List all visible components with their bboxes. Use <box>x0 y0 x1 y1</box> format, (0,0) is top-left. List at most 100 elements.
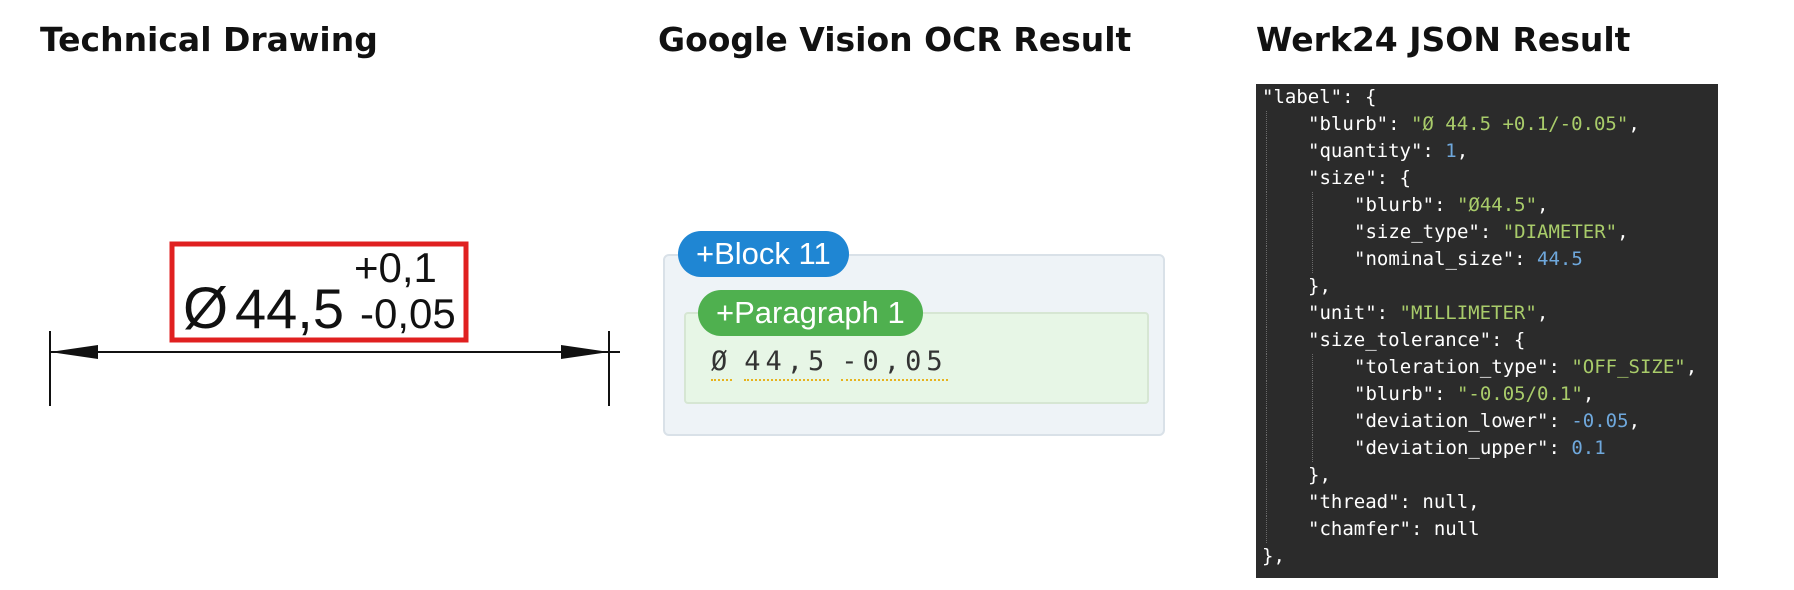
indent-guide <box>1312 354 1313 381</box>
indent-guide <box>1266 381 1267 408</box>
json-punctuation: : <box>1479 221 1503 243</box>
block-label-badge[interactable]: +Block 11 <box>678 231 849 277</box>
highlight-box <box>169 241 469 343</box>
upper-tolerance: +0,1 <box>354 244 437 291</box>
indent-guide <box>1266 354 1267 381</box>
json-key: "size" <box>1308 167 1377 189</box>
json-key: "nominal_size" <box>1354 248 1515 270</box>
ocr-word[interactable]: 44,5 <box>744 346 830 381</box>
json-key: "blurb" <box>1354 194 1435 216</box>
json-key: "chamfer" <box>1308 518 1411 540</box>
indent-guide <box>1266 138 1267 165</box>
json-key: "blurb" <box>1354 383 1435 405</box>
json-punctuation: , <box>1685 356 1698 378</box>
json-line: }, <box>1256 543 1718 570</box>
json-punctuation: , <box>1617 221 1629 243</box>
indent-guide <box>1266 435 1267 462</box>
indent-guide <box>1312 246 1313 273</box>
indent-guide <box>1266 462 1267 489</box>
indent-guide <box>1266 273 1267 300</box>
json-punctuation: , <box>1628 113 1640 135</box>
json-line: "deviation_upper": 0.1 <box>1256 435 1718 462</box>
json-punctuation: : <box>1422 140 1446 162</box>
indent-guide <box>1312 192 1313 219</box>
json-string-value: "-0.05/0.1" <box>1456 383 1583 405</box>
diameter-symbol: Ø <box>183 276 228 341</box>
indent-guide <box>1266 516 1267 543</box>
ocr-word-list: Ø 44,5 -0,05 <box>711 346 960 381</box>
json-string-value: "Ø 44.5 +0.1/-0.05" <box>1410 113 1629 135</box>
json-punctuation: , <box>1456 140 1469 162</box>
indent-guide <box>1266 111 1267 138</box>
indent-guide <box>1266 246 1267 273</box>
json-punctuation: : <box>1548 356 1572 378</box>
json-punctuation: : null <box>1410 518 1480 540</box>
indent-guide <box>1312 381 1313 408</box>
json-line: "toleration_type": "OFF_SIZE", <box>1256 354 1718 381</box>
json-line: "chamfer": null <box>1256 516 1718 543</box>
json-punctuation: : <box>1376 302 1400 324</box>
json-punctuation: , <box>1536 302 1549 324</box>
lower-tolerance: -0,05 <box>360 290 456 337</box>
json-key: "toleration_type" <box>1354 356 1549 378</box>
indent-guide <box>1266 192 1267 219</box>
json-punctuation: }, <box>1308 275 1331 297</box>
json-number-value: 1 <box>1445 140 1457 162</box>
json-punctuation: }, <box>1262 545 1285 567</box>
indent-guide <box>1312 219 1313 246</box>
json-number-value: 0.1 <box>1571 437 1606 459</box>
json-punctuation: : { <box>1376 167 1411 189</box>
json-punctuation: : <box>1434 194 1457 216</box>
json-line: "unit": "MILLIMETER", <box>1256 300 1718 327</box>
json-key: "quantity" <box>1308 140 1423 162</box>
indent-guide <box>1312 435 1313 462</box>
json-punctuation: : { <box>1342 86 1377 108</box>
json-code-panel: "label": {"blurb": "Ø 44.5 +0.1/-0.05","… <box>1256 84 1718 578</box>
technical-drawing: Ø 44,5 +0,1 -0,05 <box>49 241 620 406</box>
json-punctuation: , <box>1537 194 1549 216</box>
json-punctuation: : <box>1434 383 1457 405</box>
json-line: "nominal_size": 44.5 <box>1256 246 1718 273</box>
json-key: "deviation_lower" <box>1354 410 1549 432</box>
json-number-value: 44.5 <box>1537 248 1583 270</box>
arrowhead-right-icon <box>561 345 609 359</box>
json-line: "quantity": 1, <box>1256 138 1718 165</box>
paragraph-label-badge[interactable]: +Paragraph 1 <box>698 290 923 336</box>
json-punctuation: : { <box>1491 329 1526 351</box>
json-punctuation: : <box>1548 410 1572 432</box>
json-punctuation: : null, <box>1399 491 1480 513</box>
json-line: "deviation_lower": -0.05, <box>1256 408 1718 435</box>
json-string-value: "MILLIMETER" <box>1399 302 1537 324</box>
indent-guide <box>1266 489 1267 516</box>
json-punctuation: , <box>1628 410 1641 432</box>
json-key: "unit" <box>1308 302 1377 324</box>
indent-guide <box>1266 300 1267 327</box>
json-string-value: "OFF_SIZE" <box>1571 356 1686 378</box>
json-line: "blurb": "-0.05/0.1", <box>1256 381 1718 408</box>
json-result-heading: Werk24 JSON Result <box>1256 20 1631 59</box>
json-punctuation: , <box>1582 383 1595 405</box>
json-key: "size_type" <box>1354 221 1480 243</box>
json-string-value: "Ø44.5" <box>1456 194 1538 216</box>
json-punctuation: : <box>1388 113 1411 135</box>
json-key: "size_tolerance" <box>1308 329 1492 351</box>
json-line: "thread": null, <box>1256 489 1718 516</box>
indent-guide <box>1312 408 1313 435</box>
json-number-value: -0.05 <box>1571 410 1629 432</box>
indent-guide <box>1266 219 1267 246</box>
indent-guide <box>1266 165 1267 192</box>
json-line: "size_type": "DIAMETER", <box>1256 219 1718 246</box>
indent-guide <box>1266 408 1267 435</box>
json-line: "size_tolerance": { <box>1256 327 1718 354</box>
json-punctuation: : <box>1514 248 1538 270</box>
ocr-word[interactable]: -0,05 <box>841 346 948 381</box>
json-line: }, <box>1256 462 1718 489</box>
json-key: "blurb" <box>1308 113 1389 135</box>
ocr-word[interactable]: Ø <box>711 346 733 381</box>
json-punctuation: }, <box>1308 464 1331 486</box>
json-line: "blurb": "Ø 44.5 +0.1/-0.05", <box>1256 111 1718 138</box>
json-line: }, <box>1256 273 1718 300</box>
arrowhead-left-icon <box>50 345 98 359</box>
nominal-dimension: 44,5 <box>235 277 344 340</box>
json-line: "blurb": "Ø44.5", <box>1256 192 1718 219</box>
